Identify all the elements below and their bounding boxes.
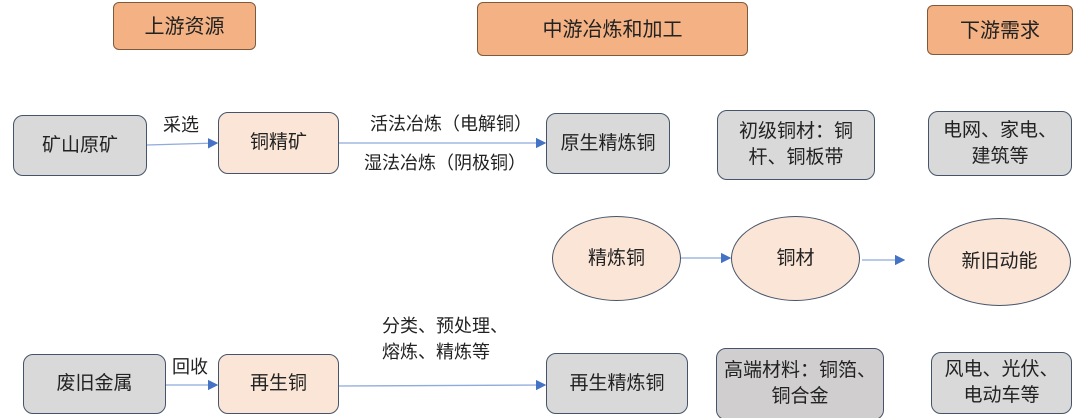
- label-process-line2: 熔炼、精炼等: [382, 342, 490, 363]
- node-demand-grid: 电网、家电、建筑等: [928, 111, 1072, 176]
- label-process-line1: 分类、预处理、: [382, 316, 508, 337]
- ellipse-copper-material: 铜材: [731, 216, 860, 301]
- label-recycle: 回收: [172, 357, 208, 378]
- node-copper-concentrate: 铜精矿: [218, 112, 339, 174]
- node-demand-new-energy: 风电、光伏、电动车等: [931, 352, 1072, 414]
- arrow-ore-to-concentrate: [146, 138, 219, 149]
- node-mine-ore: 矿山原矿: [13, 115, 147, 176]
- header-downstream: 下游需求: [927, 5, 1073, 55]
- header-upstream: 上游资源: [113, 2, 256, 50]
- label-beneficiation: 采选: [163, 115, 199, 136]
- header-midstream: 中游冶炼和加工: [477, 2, 748, 56]
- node-primary-refined-copper: 原生精炼铜: [546, 113, 670, 174]
- ellipse-new-old-energy: 新旧动能: [928, 218, 1071, 306]
- node-recycled-refined-copper: 再生精炼铜: [546, 353, 688, 414]
- node-scrap-metal: 废旧金属: [23, 354, 166, 414]
- node-primary-copper-material: 初级铜材：铜杆、铜板带: [717, 110, 875, 180]
- node-recycled-copper: 再生铜: [218, 354, 339, 414]
- label-pyro-smelting: 活法冶炼（电解铜）: [370, 114, 532, 135]
- ellipse-refined-copper: 精炼铜: [552, 216, 681, 301]
- label-hydro-smelting: 湿法冶炼（阴极铜）: [364, 153, 526, 174]
- node-high-end-material: 高端材料：铜箔、铜合金: [716, 348, 884, 418]
- arrow-recycled-to-refined: [338, 379, 547, 391]
